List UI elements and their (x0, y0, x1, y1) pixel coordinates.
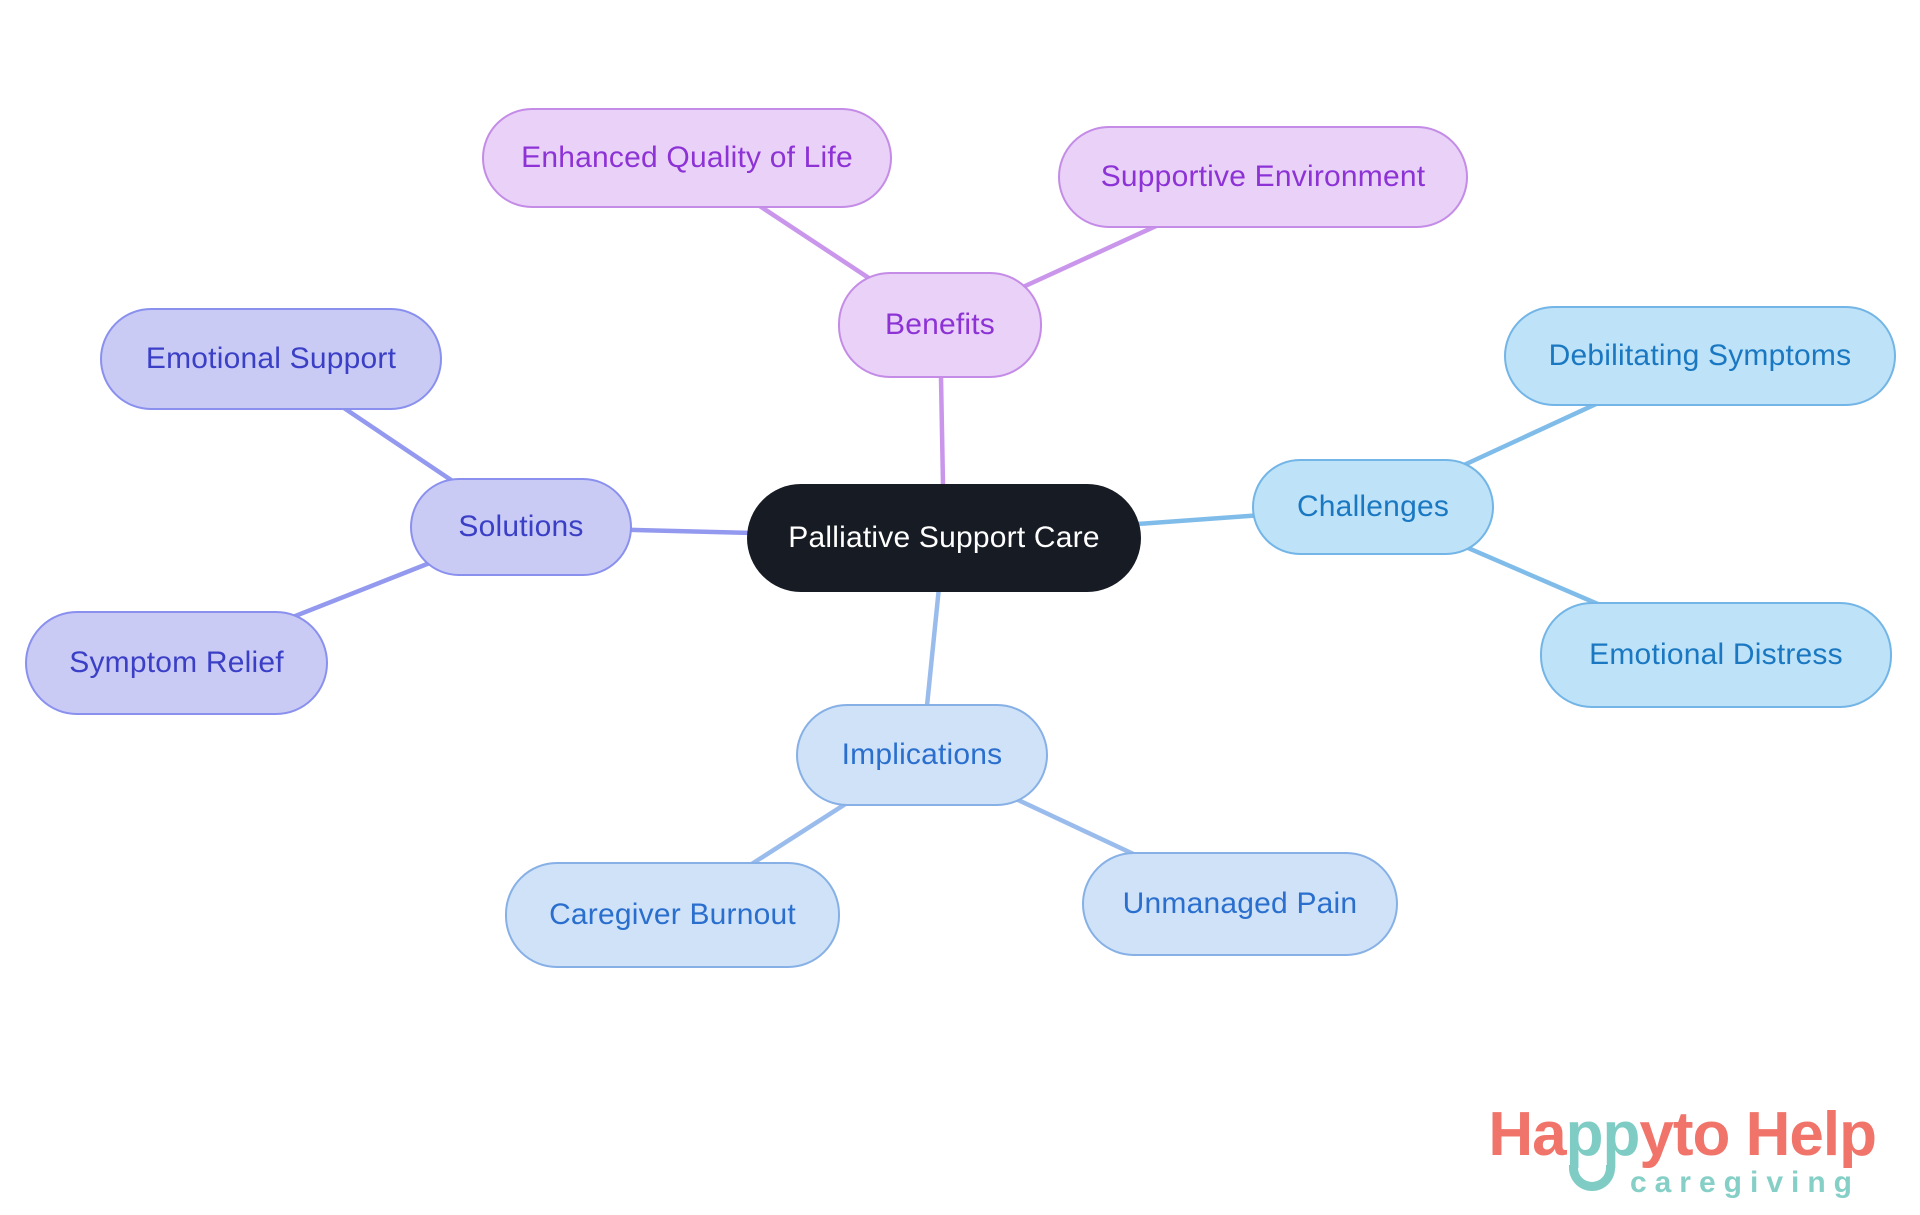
logo-wordmark-segment: y (1639, 1100, 1673, 1169)
logo-wordmark-segment: to Help (1672, 1100, 1877, 1169)
leaf-emotional-distress[interactable]: Emotional Distress (1540, 602, 1892, 708)
node-central-topic[interactable]: Palliative Support Care (747, 484, 1141, 592)
logo-wordmark-segment: pp (1566, 1104, 1640, 1191)
leaf-supportive-environment[interactable]: Supportive Environment (1058, 126, 1468, 228)
node-implications[interactable]: Implications (796, 704, 1048, 806)
logo-smile-icon (1568, 1165, 1615, 1191)
leaf-caregiver-burnout[interactable]: Caregiver Burnout (505, 862, 840, 968)
node-benefits[interactable]: Benefits (838, 272, 1042, 378)
leaf-emotional-support[interactable]: Emotional Support (100, 308, 442, 410)
leaf-symptom-relief[interactable]: Symptom Relief (25, 611, 328, 715)
leaf-enhanced-quality-of-life[interactable]: Enhanced Quality of Life (482, 108, 892, 208)
logo-wordmark-segment: Ha (1488, 1100, 1566, 1169)
node-solutions[interactable]: Solutions (410, 478, 632, 576)
leaf-unmanaged-pain[interactable]: Unmanaged Pain (1082, 852, 1398, 956)
logo-tagline: caregiving (1629, 1166, 1860, 1199)
leaf-debilitating-symptoms[interactable]: Debilitating Symptoms (1504, 306, 1896, 406)
node-challenges[interactable]: Challenges (1252, 459, 1494, 555)
